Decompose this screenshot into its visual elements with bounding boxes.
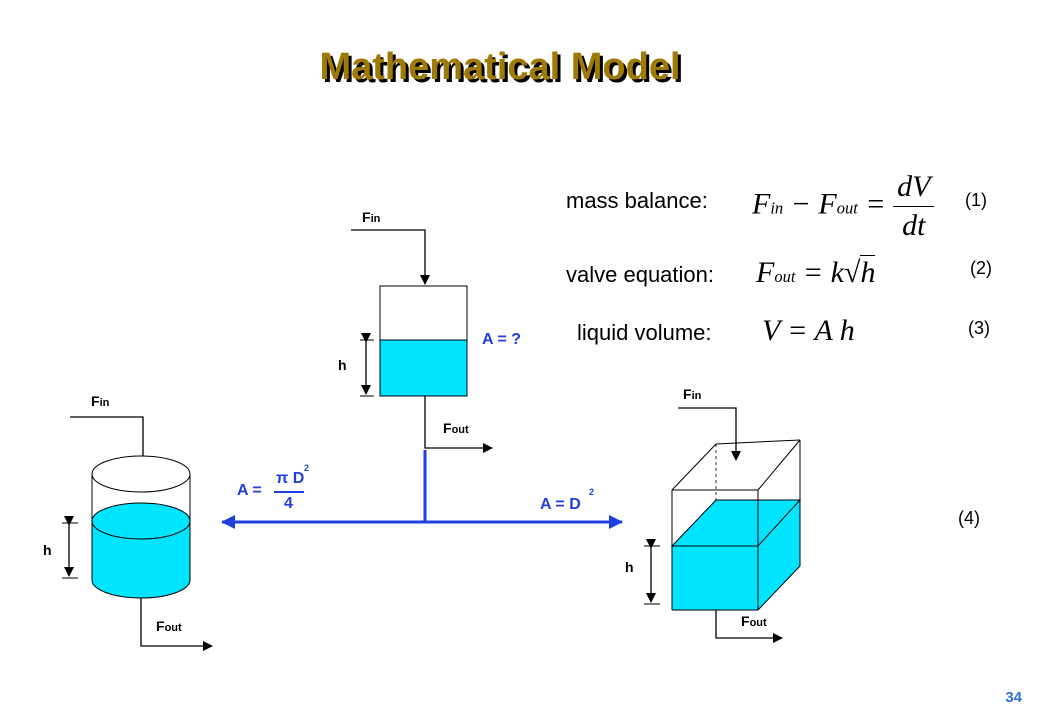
page-number: 34	[1005, 689, 1022, 706]
liquid-volume-label: liquid volume:	[577, 320, 712, 345]
box-area-power: 2	[589, 487, 595, 497]
cylinder-fout-label: Fout	[156, 618, 182, 634]
cylinder-area-numerator: π D	[276, 470, 305, 487]
mass-balance-label: mass balance:	[566, 188, 708, 213]
valve-equation: Fout = k√h	[756, 255, 876, 289]
box-fout-label: Fout	[741, 613, 767, 629]
branch-arrows	[221, 450, 623, 529]
cylinder-fin-label: Fin	[91, 393, 110, 409]
valve-equation-label: valve equation:	[566, 262, 714, 287]
area-unknown-label: A = ?	[482, 331, 521, 348]
cylinder-area-denominator: 4	[284, 495, 293, 512]
equation-number-2: (2)	[970, 258, 992, 278]
equation-number-3: (3)	[968, 318, 990, 338]
cylinder-area-power: 2	[304, 463, 310, 473]
center-fin-label: Fin	[362, 209, 381, 225]
liquid-volume-equation: V = A h	[762, 314, 855, 347]
center-tank	[351, 229, 493, 453]
page-title: Mathematical Model	[319, 46, 681, 88]
center-h-label: h	[338, 357, 347, 373]
cylinder-tank	[62, 416, 213, 651]
cylinder-area-prefix: A =	[237, 482, 262, 499]
box-area-label: A = D	[540, 496, 581, 513]
box-fin-label: Fin	[683, 386, 702, 402]
box-tank	[644, 407, 802, 643]
box-h-label: h	[625, 559, 634, 575]
cylinder-h-label: h	[43, 542, 52, 558]
equation-number-4: (4)	[958, 508, 980, 528]
equation-number-1: (1)	[965, 190, 987, 210]
center-fout-label: Fout	[443, 420, 469, 436]
